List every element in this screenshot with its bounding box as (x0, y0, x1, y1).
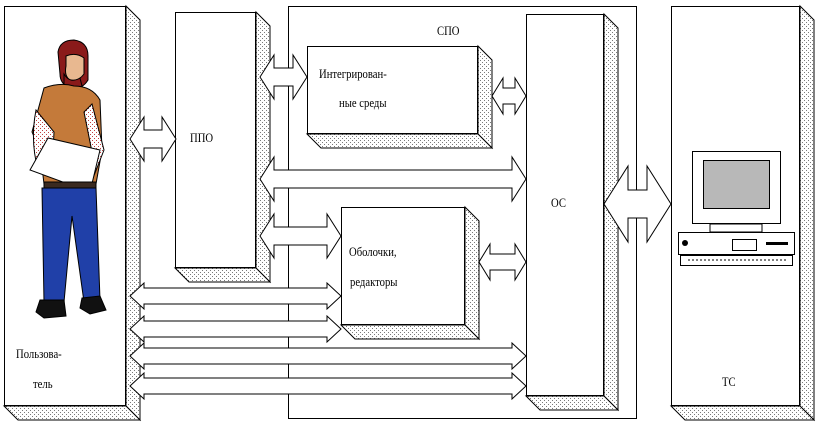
ppo-box (173, 10, 272, 284)
os-label: ОС (551, 195, 566, 210)
arrow-ppo-os (259, 155, 527, 203)
arrow-ppo-integrated (259, 53, 308, 101)
arrow-shells-os (478, 242, 527, 282)
integrated-box (305, 44, 494, 150)
ts-label: ТС (722, 374, 736, 389)
arrow-ppo-shells (259, 212, 342, 260)
shells-label-line1: Оболочки, (349, 244, 397, 259)
man-figure-icon (29, 39, 107, 319)
user-label-line1: Пользова- (16, 346, 62, 361)
shells-label-line2: редакторы (350, 274, 398, 289)
ppo-label: ППО (190, 130, 214, 145)
arrow-integrated-os (491, 76, 527, 116)
arrow-user-ppo (129, 115, 177, 163)
os-box (524, 12, 620, 412)
integrated-label-line2: ные среды (339, 95, 387, 110)
arrow-user-shells-2 (129, 314, 342, 344)
integrated-label-line1: Интегрирован- (319, 66, 387, 81)
spo-label: СПО (437, 23, 460, 38)
arrow-user-os (129, 341, 527, 371)
arrow-user-shells (129, 281, 342, 311)
arrow-os-ts (603, 164, 672, 244)
arrow-user-os-2 (129, 371, 527, 401)
desktop-computer-icon (678, 151, 795, 266)
shells-box (339, 205, 481, 341)
user-label-line2: тель (33, 376, 53, 391)
